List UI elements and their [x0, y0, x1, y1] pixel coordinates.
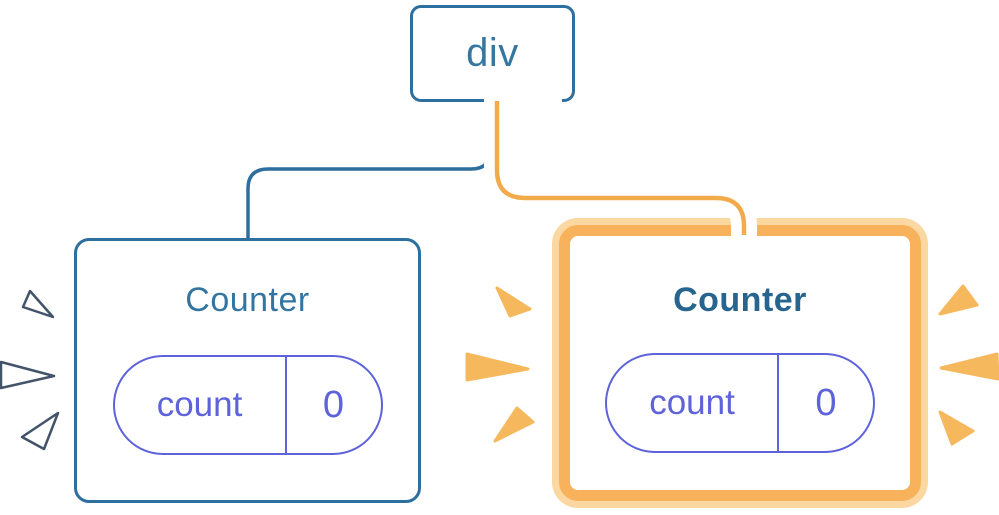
spark-icon [938, 284, 979, 316]
state-pill-right-value: 0 [815, 381, 837, 424]
connector-right-icon [494, 101, 747, 235]
spark-group-right [938, 284, 999, 446]
state-pill-right: count 0 [605, 353, 875, 453]
spark-icon [21, 289, 55, 319]
spark-icon [0, 360, 56, 390]
spark-icon [20, 411, 60, 451]
spark-icon [493, 406, 535, 443]
counter-card-right-highlighted: Counter count 0 [552, 218, 928, 508]
counter-card-right-title: Counter [673, 281, 807, 319]
spark-icon [465, 352, 530, 382]
state-pill-left-value: 0 [322, 383, 345, 426]
spark-group-middle [465, 286, 535, 443]
connector-left-icon [246, 101, 493, 240]
spark-group-left [0, 289, 60, 451]
spark-icon [939, 352, 999, 381]
spark-icon [495, 286, 532, 318]
state-pill-left-key: count [115, 357, 287, 453]
spark-icon [938, 410, 975, 446]
counter-card-left-title: Counter [185, 281, 310, 319]
counter-card-left: Counter count 0 [74, 238, 421, 503]
state-pill-right-key: count [607, 355, 779, 451]
root-node-div: div [410, 5, 575, 102]
root-node-label: div [466, 31, 519, 75]
state-pill-left: count 0 [112, 355, 383, 455]
